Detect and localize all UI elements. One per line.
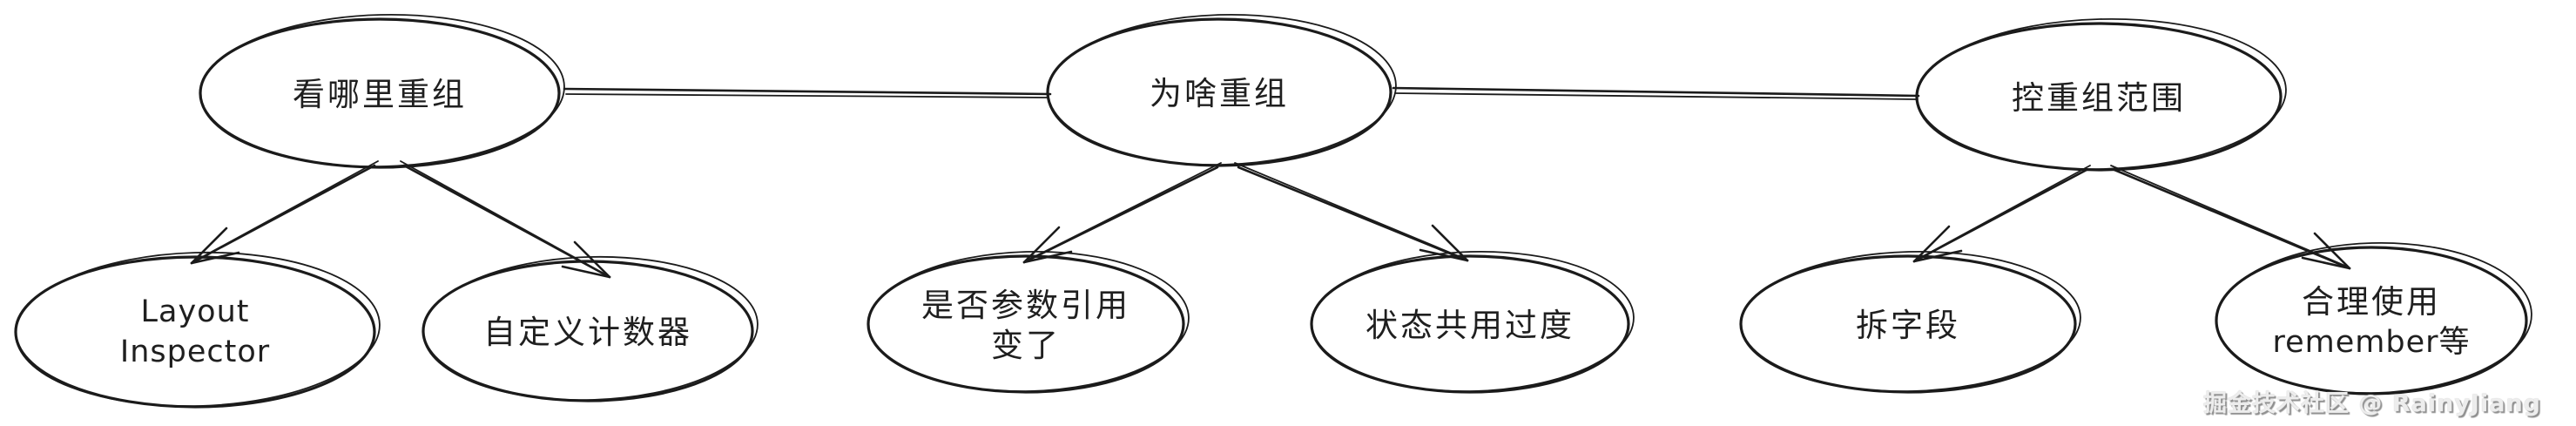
node-ellipse-state-overshare [1310, 250, 1635, 394]
node-label-use-remember: 合理使用 remember等 [2272, 283, 2471, 360]
node-label-param-ref: 是否参数引用 变了 [921, 287, 1130, 364]
edge-why-state-overshare [1234, 162, 1469, 262]
edge-why-param-ref [1022, 162, 1222, 264]
node-ellipse-where [199, 13, 565, 169]
node-label-split-field: 拆字段 [1856, 307, 1960, 344]
edge-scope-split-field [1912, 165, 2091, 263]
node-label-custom-counter: 自定义计数器 [483, 314, 692, 351]
node-label-state-overshare: 状态共用过度 [1366, 307, 1575, 344]
edge-scope-use-remember [2110, 165, 2351, 270]
watermark: 掘金技术社区 @ RainyJiang [2203, 390, 2541, 417]
edge-why-scope [1392, 86, 1920, 100]
edge-where-custom-counter [400, 160, 611, 279]
edge-where-layout-inspector [190, 160, 379, 265]
node-ellipse-split-field [1739, 250, 2081, 394]
node-label-why: 为啥重组 [1150, 75, 1289, 112]
node-ellipse-layout-inspector [14, 251, 381, 409]
node-label-layout-inspector: Layout Inspector [119, 294, 271, 369]
edge-where-why [563, 87, 1052, 98]
node-ellipse-param-ref [867, 250, 1190, 394]
node-ellipse-use-remember [2215, 241, 2532, 396]
node-label-where: 看哪里重组 [293, 76, 467, 113]
node-label-scope: 控重组范围 [2012, 79, 2186, 117]
